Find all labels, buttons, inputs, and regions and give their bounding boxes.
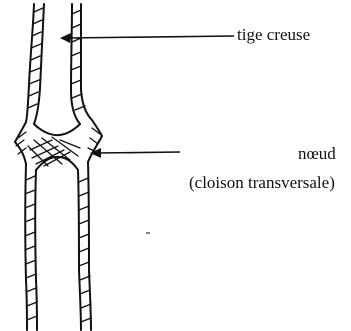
leader-noeud-line — [97, 152, 180, 153]
leader-tige-creuse — [60, 33, 234, 43]
lower-right-inner-wall — [78, 170, 81, 330]
leader-tige-creuse-line — [66, 36, 234, 38]
node-cross-hatching — [28, 137, 80, 166]
upper-internode — [26, 4, 92, 124]
leader-noeud — [90, 148, 180, 158]
label-cloison-transversale: (cloison transversale) — [189, 173, 335, 193]
upper-right-hatching — [71, 10, 85, 110]
leader-tige-creuse-arrowhead — [60, 33, 71, 43]
label-noeud: nœud — [298, 144, 336, 164]
lower-left-outer-wall — [25, 164, 27, 330]
upper-left-outer-wall — [26, 4, 34, 122]
node-upper-cavity-bottom — [34, 124, 80, 135]
upper-right-inner-wall — [71, 4, 80, 124]
lower-left-inner-wall — [35, 170, 37, 330]
upper-right-outer-wall — [81, 4, 92, 120]
lower-internode — [25, 162, 91, 330]
label-tige-creuse: tige creuse — [237, 25, 310, 45]
